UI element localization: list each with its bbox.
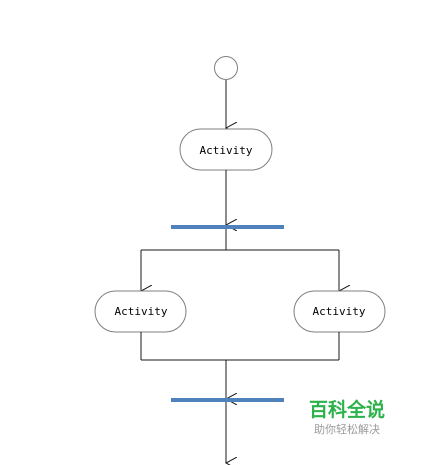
watermark: 百科全说 助你轻松解决 xyxy=(309,398,385,436)
activity-right: Activity xyxy=(293,290,386,333)
activity-right-label: Activity xyxy=(313,305,366,318)
watermark-title: 百科全说 xyxy=(309,398,385,421)
watermark-subtitle: 助你轻松解决 xyxy=(314,422,380,436)
join-branches xyxy=(140,332,340,399)
initial-node xyxy=(214,56,238,80)
activity-left-label: Activity xyxy=(115,305,168,318)
join-bar xyxy=(171,398,284,402)
activity-left: Activity xyxy=(94,290,187,333)
fork-branches xyxy=(141,229,339,291)
activity-top-label: Activity xyxy=(200,144,253,157)
activity-top: Activity xyxy=(179,128,273,171)
fork-bar xyxy=(171,225,284,229)
